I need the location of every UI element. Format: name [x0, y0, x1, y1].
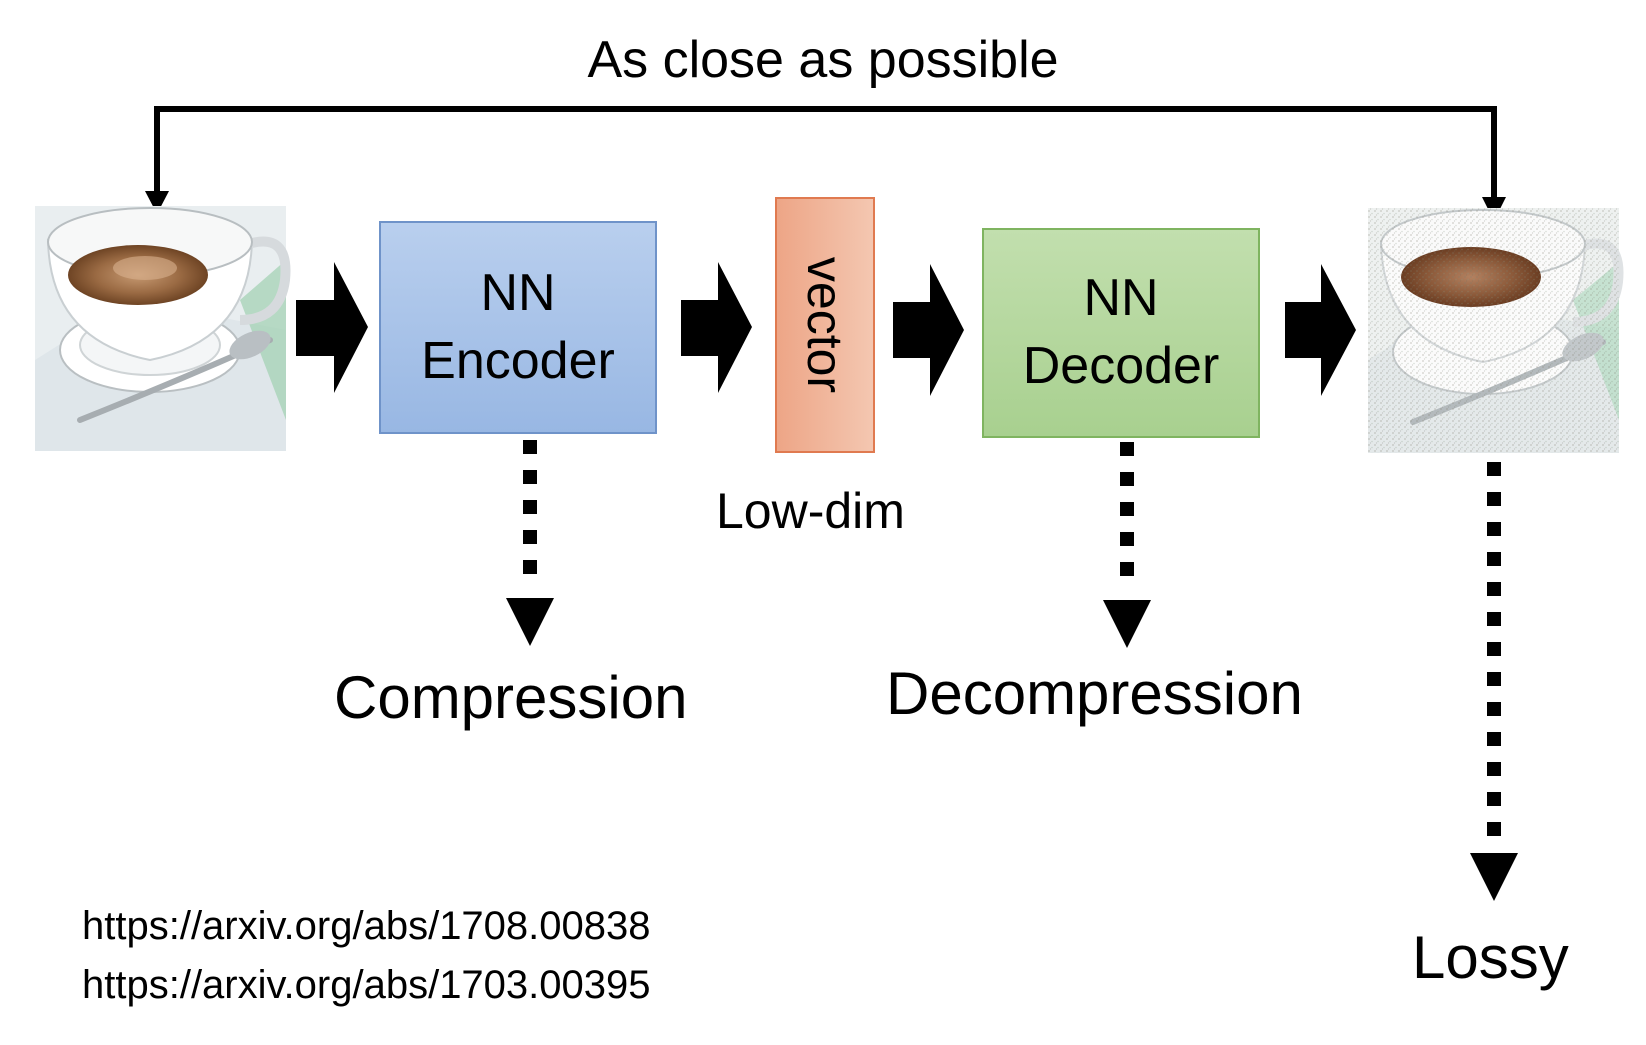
vector-label: vector	[797, 256, 853, 394]
compression-dotted-arrow	[506, 440, 554, 646]
encoder-label-line2: Encoder	[421, 331, 615, 390]
output-image	[1368, 208, 1624, 453]
reference-link-2[interactable]: https://arxiv.org/abs/1703.00395	[82, 963, 651, 1007]
decompression-label: Decompression	[886, 660, 1303, 727]
lossy-arrowhead	[1470, 853, 1518, 901]
encoder-label: NN Encoder	[380, 222, 656, 433]
low-dim-label: Low-dim	[716, 483, 905, 539]
decoder-label-line1: NN	[1083, 269, 1159, 328]
lossy-dotted-arrow	[1470, 462, 1518, 901]
encoder-label-line1: NN	[480, 263, 556, 322]
lossy-label: Lossy	[1412, 924, 1569, 991]
top-label: As close as possible	[587, 31, 1059, 89]
compression-arrowhead	[506, 598, 554, 646]
decompression-dotted-arrow	[1103, 442, 1151, 648]
decompression-arrowhead	[1103, 600, 1151, 648]
connector-arrowhead-left	[145, 191, 169, 214]
input-image	[35, 206, 291, 451]
flow-arrow-encoder-to-vector	[681, 262, 752, 393]
decoder-label: NN Decoder	[983, 229, 1259, 437]
latent-vector-box	[775, 197, 875, 453]
nn-decoder-box	[982, 228, 1260, 438]
compression-label: Compression	[334, 664, 688, 731]
connector-line	[154, 106, 1497, 210]
flow-arrow-input-to-encoder	[296, 262, 368, 393]
nn-encoder-box	[379, 221, 657, 434]
flow-arrow-decoder-to-output	[1285, 264, 1356, 396]
decoder-label-line2: Decoder	[1022, 337, 1220, 395]
flow-arrow-vector-to-decoder	[893, 264, 964, 396]
reference-link-1[interactable]: https://arxiv.org/abs/1708.00838	[82, 904, 651, 948]
